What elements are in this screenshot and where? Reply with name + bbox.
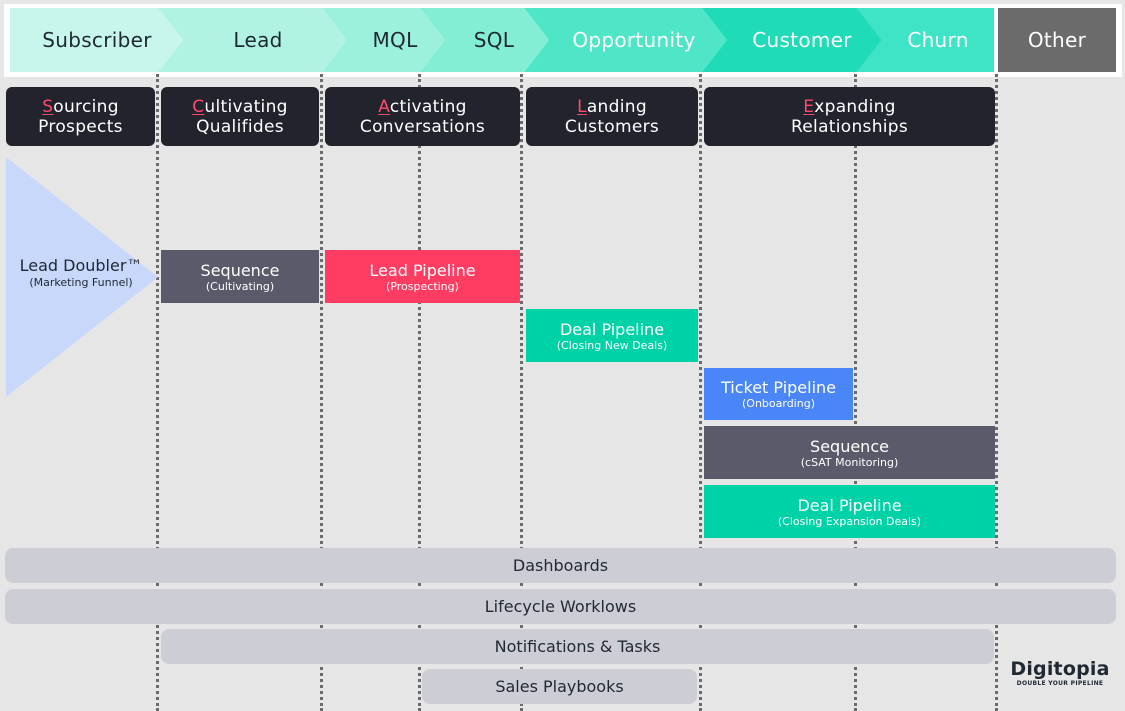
phase-line-2: Relationships — [790, 116, 909, 137]
phase-activating-conversations: Activating Conversations — [325, 87, 520, 146]
block-subtitle: (Closing Expansion Deals) — [777, 514, 922, 528]
stage-arrow-lead — [158, 8, 347, 72]
phase-sourcing-prospects: Sourcing Prospects — [6, 87, 155, 146]
stage-divider — [156, 74, 159, 711]
lifecycle-workflows-bar: Lifecycle Worklows — [5, 589, 1116, 624]
phase-line-1: Cultivating — [161, 97, 319, 117]
funnel-title: Lead Doubler™ — [19, 256, 143, 275]
block-subtitle: (Prospecting) — [386, 279, 459, 293]
marketing-funnel-triangle — [6, 157, 158, 397]
stage-arrow-churn — [857, 8, 994, 72]
stage-label-customer: Customer — [752, 28, 852, 52]
block-subtitle: (Closing New Deals) — [556, 338, 668, 352]
phase-line-1: Sourcing — [6, 97, 155, 117]
logo-tagline: DOUBLE YOUR PIPELINE — [1016, 680, 1104, 687]
stage-label-lead: Lead — [233, 28, 283, 52]
stage-arrow-subscriber — [10, 8, 183, 72]
phase-line-2: Customers — [564, 116, 660, 137]
phase-initial: A — [378, 96, 390, 117]
stage-box-other — [998, 8, 1116, 72]
phase-line-2: Qualifides — [196, 116, 284, 137]
block-subtitle: (cSAT Monitoring) — [800, 455, 899, 469]
stage-arrow-mql — [322, 8, 445, 72]
stage-divider — [418, 74, 421, 711]
phase-word: ctivating — [389, 96, 467, 117]
stage-divider — [699, 74, 702, 711]
stage-label-subscriber: Subscriber — [42, 28, 152, 52]
stage-label-other: Other — [1027, 28, 1087, 52]
deal-pipeline-new-deals-block: Deal Pipeline (Closing New Deals) — [526, 309, 698, 362]
funnel-subtitle: (Marketing Funnel) — [29, 276, 133, 289]
stage-label-mql: MQL — [372, 28, 418, 52]
stage-divider — [995, 74, 998, 711]
block-subtitle: (Cultivating) — [205, 279, 275, 293]
block-title: Deal Pipeline — [797, 495, 902, 515]
stage-divider — [320, 74, 323, 711]
stage-arrow-opportunity — [524, 8, 727, 72]
stage-label-opportunity: Opportunity — [572, 28, 696, 52]
phase-word: anding — [586, 96, 647, 117]
phase-initial: L — [577, 96, 587, 117]
lead-pipeline-block: Lead Pipeline (Prospecting) — [325, 250, 520, 303]
phase-line-1: Expanding — [704, 97, 995, 117]
phase-line-2: Conversations — [359, 116, 486, 137]
block-subtitle: (Onboarding) — [742, 397, 815, 410]
dashboards-bar: Dashboards — [5, 548, 1116, 583]
phase-cultivating-qualifides: Cultivating Qualifides — [161, 87, 319, 146]
digitopia-logo: Digitopia DOUBLE YOUR PIPELINE — [1004, 658, 1116, 688]
phase-word: ultivating — [204, 96, 288, 117]
stage-label-churn: Churn — [907, 28, 969, 52]
phase-word: ourcing — [53, 96, 119, 117]
stage-divider — [520, 74, 523, 711]
stage-arrow-customer — [702, 8, 882, 72]
block-title: Lead Pipeline — [369, 260, 476, 280]
block-title: Sequence — [810, 436, 889, 456]
notifications-tasks-bar: Notifications & Tasks — [161, 629, 994, 664]
phase-initial: C — [192, 96, 205, 117]
phase-line-1: Landing — [526, 97, 698, 117]
phase-word: xpanding — [814, 96, 896, 117]
phase-line-1: Activating — [325, 97, 520, 117]
block-title: Sequence — [200, 260, 280, 280]
phase-initial: E — [803, 96, 815, 117]
marketing-funnel-label: Lead Doubler™ (Marketing Funnel) — [6, 256, 156, 289]
sequence-cultivating-block: Sequence (Cultivating) — [161, 250, 319, 303]
ticket-pipeline-block: Ticket Pipeline (Onboarding) — [704, 368, 853, 420]
lifecycle-stage-arrows — [10, 8, 1116, 72]
sequence-csat-block: Sequence (cSAT Monitoring) — [704, 426, 995, 479]
sales-playbooks-bar: Sales Playbooks — [422, 669, 697, 704]
phase-initial: S — [42, 96, 54, 117]
stage-divider — [854, 74, 857, 711]
block-title: Ticket Pipeline — [720, 378, 837, 397]
logo-name: Digitopia — [1010, 658, 1110, 680]
block-title: Deal Pipeline — [559, 319, 665, 339]
stage-label-sql: SQL — [473, 28, 515, 52]
stage-arrow-sql — [420, 8, 549, 72]
deal-pipeline-expansion-block: Deal Pipeline (Closing Expansion Deals) — [704, 485, 995, 538]
phase-landing-customers: Landing Customers — [526, 87, 698, 146]
phase-line-2: Prospects — [38, 116, 123, 137]
phase-expanding-relationships: Expanding Relationships — [704, 87, 995, 146]
